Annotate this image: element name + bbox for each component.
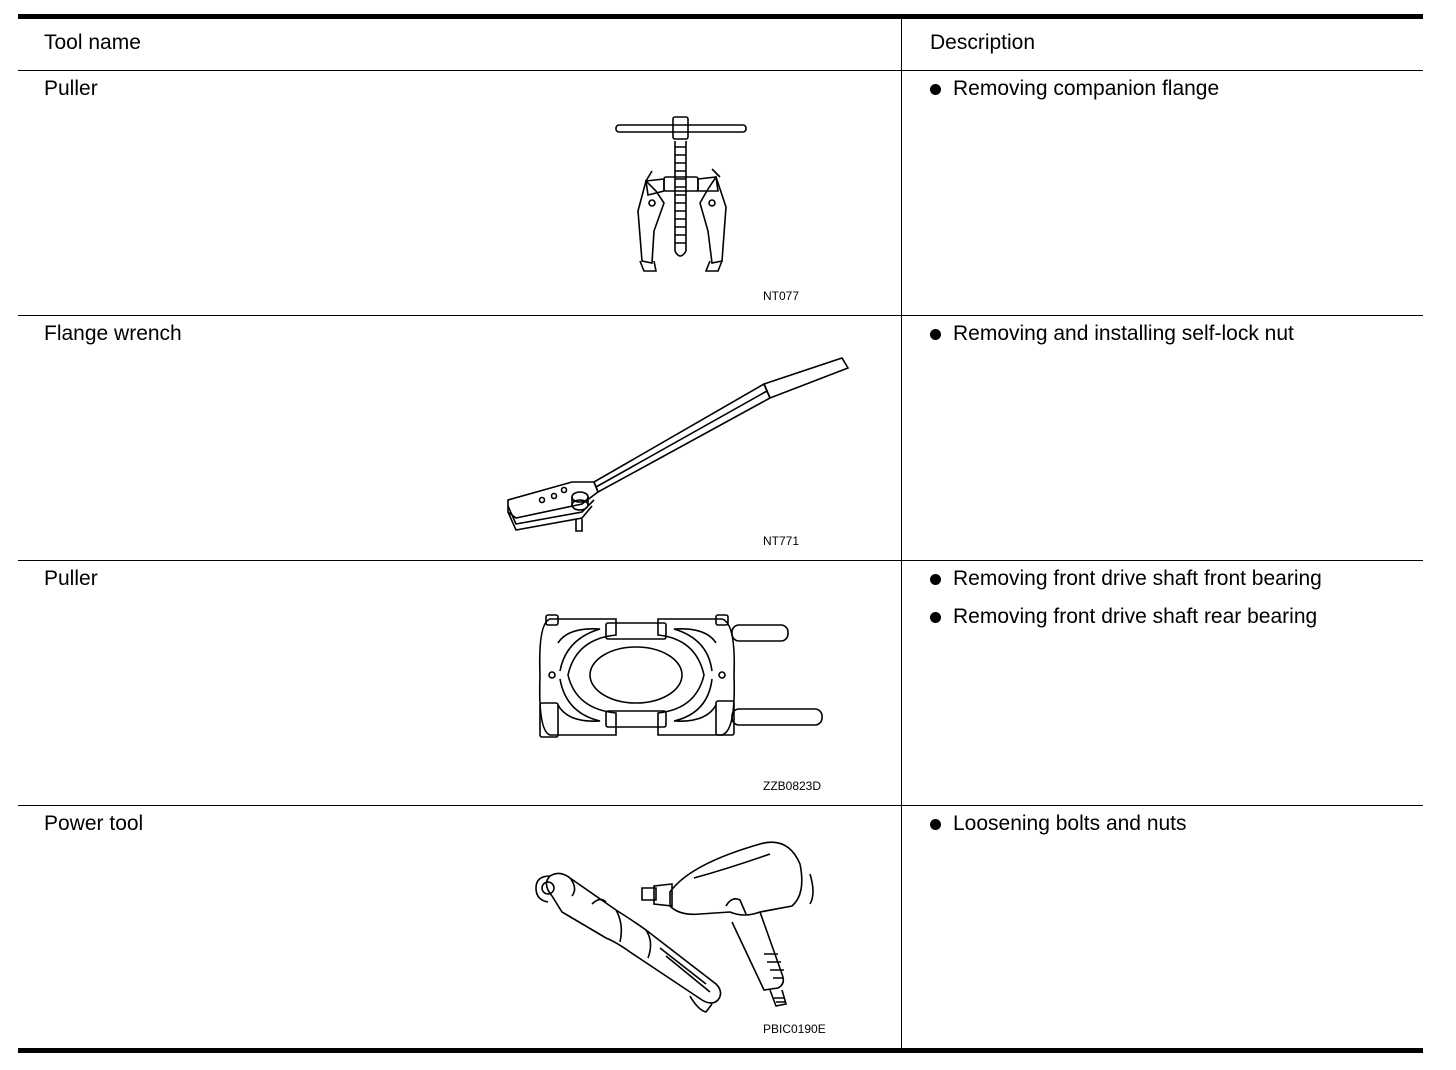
description-list: Removing companion flange xyxy=(930,77,1219,115)
bullet-icon xyxy=(930,611,941,623)
description-cell: Removing and installing self-lock nut xyxy=(902,316,1423,560)
list-item: Removing front drive shaft rear bearing xyxy=(930,605,1322,629)
special-tools-table: Tool name Description Puller xyxy=(18,14,1423,1053)
power-tool-icon xyxy=(520,834,840,1029)
bullet-icon xyxy=(930,83,941,95)
description-text: Removing front drive shaft rear bearing xyxy=(953,605,1318,628)
list-item: Removing companion flange xyxy=(930,77,1219,101)
table-row: Power tool xyxy=(18,806,1423,1048)
tool-cell: Power tool xyxy=(18,806,902,1048)
illustration-code: NT771 xyxy=(763,534,800,548)
list-item: Removing front drive shaft front bearing xyxy=(930,567,1322,591)
illustration-code: ZZB0823D xyxy=(763,779,822,793)
illustration-code: NT077 xyxy=(763,289,800,303)
description-list: Removing front drive shaft front bearing… xyxy=(930,567,1322,643)
illustration-code: PBIC0190E xyxy=(763,1022,826,1036)
bullet-icon xyxy=(930,328,941,340)
description-cell: Removing front drive shaft front bearing… xyxy=(902,561,1423,805)
description-text: Removing companion flange xyxy=(953,77,1220,100)
table-row: Puller xyxy=(18,71,1423,316)
tool-name: Power tool xyxy=(44,812,144,835)
header-cell-description: Description xyxy=(902,19,1423,70)
tool-cell: Puller xyxy=(18,71,902,315)
two-jaw-puller-icon xyxy=(608,111,758,286)
bullet-icon xyxy=(930,573,941,585)
tool-cell: Flange wrench NT771 xyxy=(18,316,902,560)
tool-cell: Puller xyxy=(18,561,902,805)
table-row: Flange wrench NT771 xyxy=(18,316,1423,561)
description-cell: Removing companion flange xyxy=(902,71,1423,315)
description-list: Loosening bolts and nuts xyxy=(930,812,1187,850)
list-item: Loosening bolts and nuts xyxy=(930,812,1187,836)
list-item: Removing and installing self-lock nut xyxy=(930,322,1294,346)
tool-name: Flange wrench xyxy=(44,322,182,345)
header-tool-name: Tool name xyxy=(44,31,141,54)
table-row: Puller xyxy=(18,561,1423,806)
table-header: Tool name Description xyxy=(18,19,1423,71)
description-list: Removing and installing self-lock nut xyxy=(930,322,1294,360)
bearing-splitter-puller-icon xyxy=(536,613,826,748)
flange-wrench-icon xyxy=(502,354,862,539)
header-description: Description xyxy=(930,31,1036,54)
tool-name: Puller xyxy=(44,77,98,100)
description-text: Removing and installing self-lock nut xyxy=(953,322,1294,345)
header-cell-tool-name: Tool name xyxy=(18,19,902,70)
description-text: Loosening bolts and nuts xyxy=(953,812,1187,835)
description-text: Removing front drive shaft front bearing xyxy=(953,567,1322,590)
description-cell: Loosening bolts and nuts xyxy=(902,806,1423,1048)
bullet-icon xyxy=(930,818,941,830)
tool-name: Puller xyxy=(44,567,98,590)
